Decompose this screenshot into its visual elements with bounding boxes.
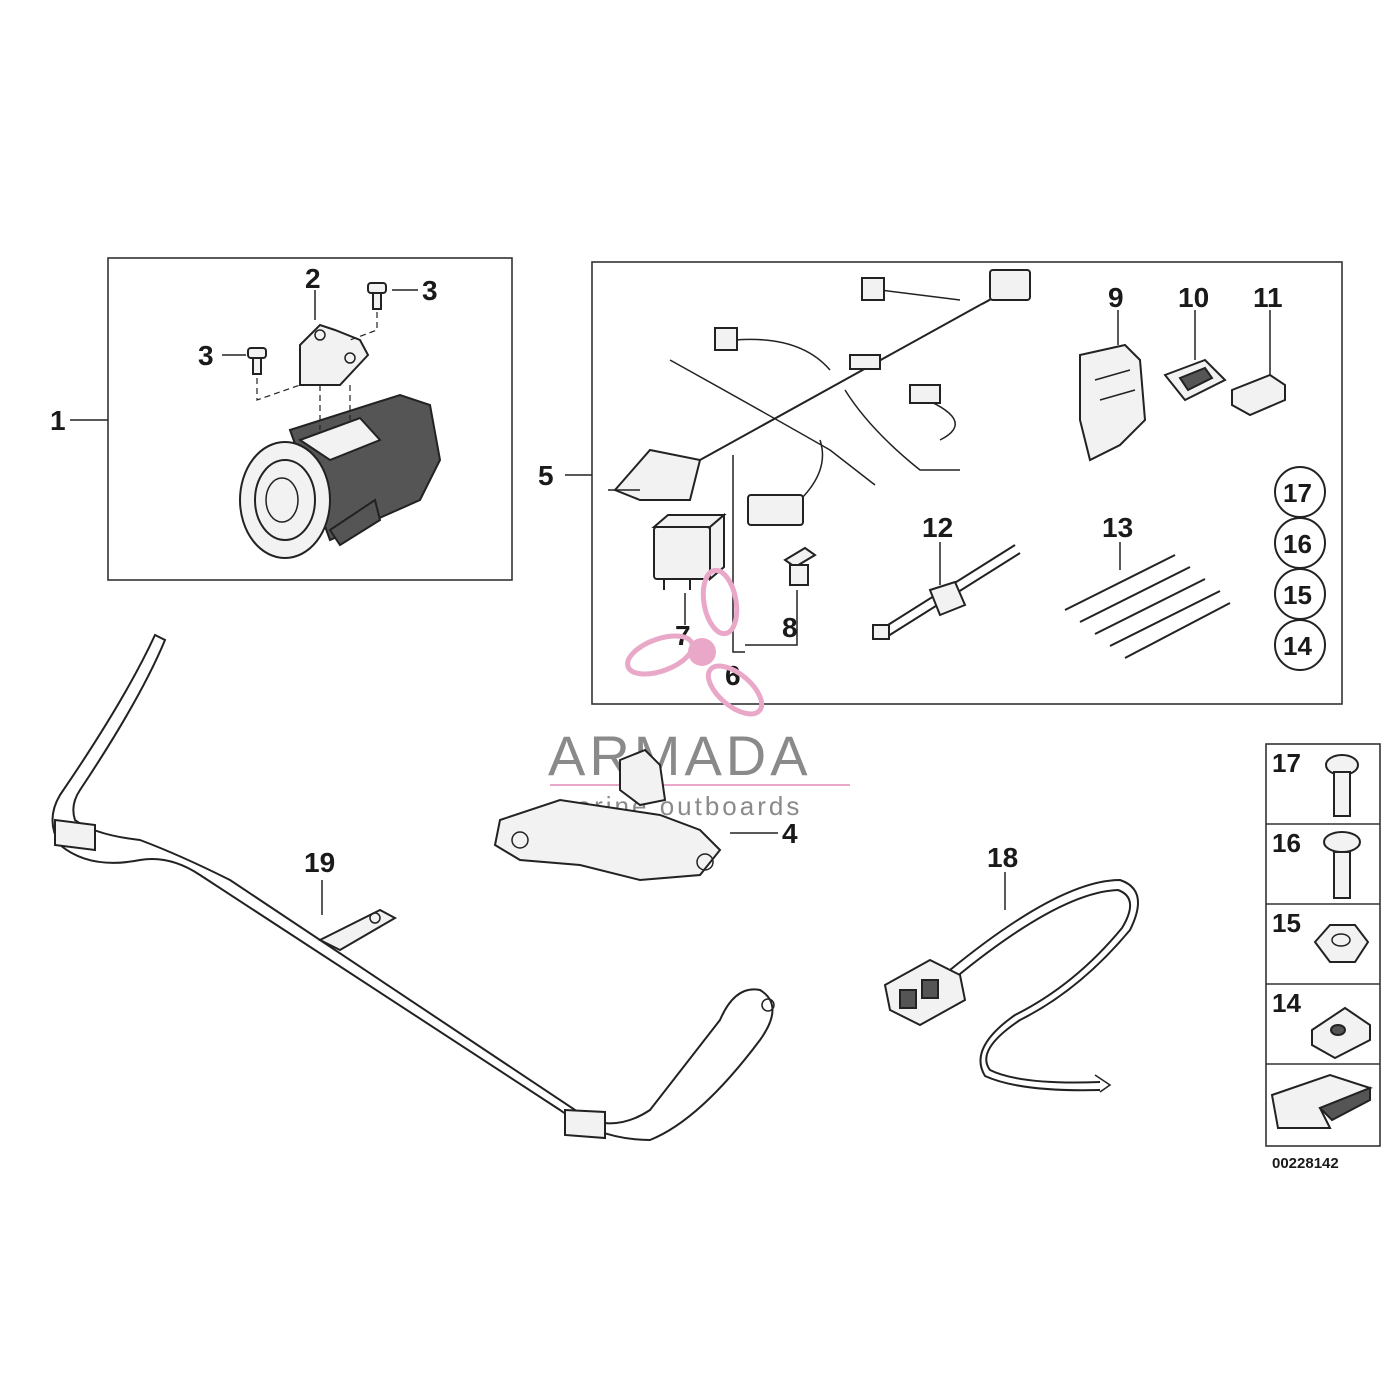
callout-4: 4 [782,818,798,849]
callout-10: 10 [1178,282,1209,313]
callout-8: 8 [782,612,798,643]
screw-16-icon [1323,831,1361,899]
clip-nut-14-icon [1311,1006,1371,1060]
legend-label-15: 15 [1272,908,1301,938]
legend-label-14: 14 [1272,988,1301,1018]
switch-part [1163,358,1227,402]
armada-logo [625,567,765,717]
circled-callout-15: 15 [1283,580,1312,610]
callout-3-top: 3 [422,275,438,306]
circled-callout-14: 14 [1283,631,1312,661]
callout-2: 2 [305,263,321,294]
relay-part [651,512,727,590]
switch-housing-part [1079,343,1147,462]
watermark-brand: ARMADA [548,724,812,787]
screw-17-icon [1325,754,1359,817]
callout-1: 1 [50,405,66,436]
fog-light-part [239,393,442,559]
callout-5: 5 [538,460,554,491]
cable-ties-part [1064,554,1231,659]
callout-11: 11 [1253,282,1283,313]
nut-15-icon [1313,924,1370,963]
callout-3-left: 3 [198,340,214,371]
mounting-bracket-part [493,748,722,882]
screw-part [247,282,387,375]
legend-label-16: 16 [1272,828,1301,858]
callout-19: 19 [304,847,335,878]
bracket-part [299,323,370,386]
circled-callout-16: 16 [1283,529,1312,559]
callout-12: 12 [922,512,953,543]
circled-callout-17: 17 [1283,478,1312,508]
switch-cap-part [1231,373,1286,417]
group-frame-wiring [591,261,1343,705]
wiring-harness-part [608,269,1031,526]
callout-18: 18 [987,842,1018,873]
callout-9: 9 [1108,282,1124,313]
fuse-part [783,546,817,586]
direction-arrow-icon [1270,1073,1373,1129]
group-frame-fog-light [107,257,513,581]
legend-panel [1265,743,1381,1147]
cable-connector-part [883,878,1139,1093]
callout-13: 13 [1102,512,1133,543]
reference-number: 00228142 [1272,1155,1339,1172]
legend-label-17: 17 [1272,748,1301,778]
cable-clip-part [872,544,1021,640]
crash-bar-part [51,633,775,1142]
